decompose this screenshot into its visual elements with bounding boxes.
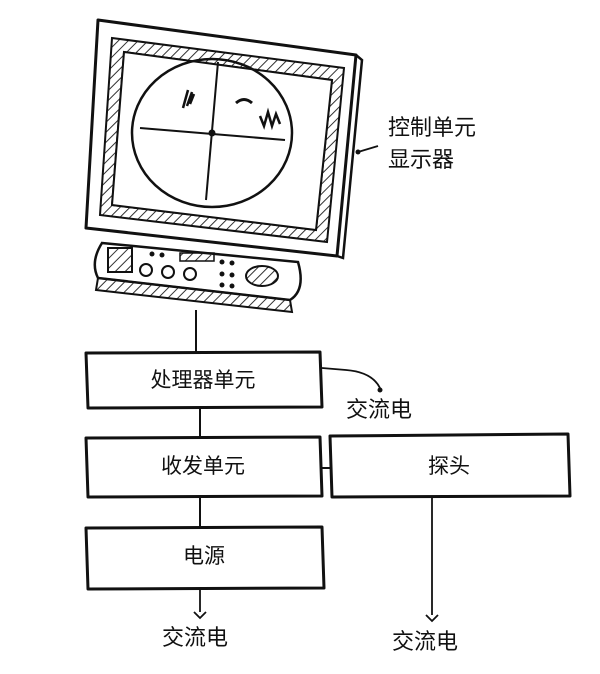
- transceiver-unit-label: 收发单元: [161, 454, 245, 478]
- radar-echo-1: [181, 89, 196, 109]
- button-dot: [149, 251, 155, 257]
- power-ac-plug: [193, 611, 207, 620]
- monitor-label-pointer: [357, 145, 379, 153]
- trackball: [245, 265, 279, 287]
- monitor: [84, 18, 364, 260]
- button-dot: [229, 260, 235, 266]
- radar-center-dot: [208, 129, 216, 137]
- monitor-label-line2: 显示器: [388, 148, 455, 173]
- processor-ac-plug: [377, 387, 383, 393]
- knob-3: [183, 267, 197, 281]
- probe-box: [328, 432, 572, 499]
- button-dot: [229, 283, 235, 289]
- radar-echo-3: [258, 107, 282, 131]
- control-panel-front-hatch: [94, 276, 294, 314]
- processor-unit-box: [84, 350, 324, 410]
- power-label: 电源: [183, 544, 225, 568]
- probe-ac-label: 交流电: [392, 630, 459, 655]
- button-dot: [219, 271, 225, 277]
- processor-unit-label: 处理器单元: [150, 368, 256, 392]
- radar-circle: [130, 57, 294, 209]
- power-ac-label: 交流电: [162, 626, 229, 651]
- button-dot: [219, 259, 225, 265]
- power-box: [84, 525, 326, 591]
- probe-label: 探头: [428, 454, 470, 478]
- probe-ac-plug: [425, 614, 439, 623]
- keypad: [107, 247, 133, 273]
- processor-ac-label: 交流电: [346, 398, 413, 423]
- button-dot: [219, 282, 225, 288]
- monitor-side: [336, 54, 364, 260]
- knob-1: [139, 263, 153, 277]
- panel-display-strip: [179, 252, 215, 262]
- processor-ac-cable: [321, 367, 381, 389]
- pointer-dot: [355, 149, 361, 155]
- monitor-label-line1: 控制单元: [388, 116, 477, 141]
- monitor-screen: [110, 50, 334, 232]
- knob-2: [161, 265, 175, 279]
- control-panel: [93, 241, 302, 314]
- button-dot: [229, 272, 235, 278]
- radar-echo-2: [235, 98, 253, 105]
- button-dot: [159, 252, 165, 258]
- transceiver-unit-box: [84, 435, 324, 499]
